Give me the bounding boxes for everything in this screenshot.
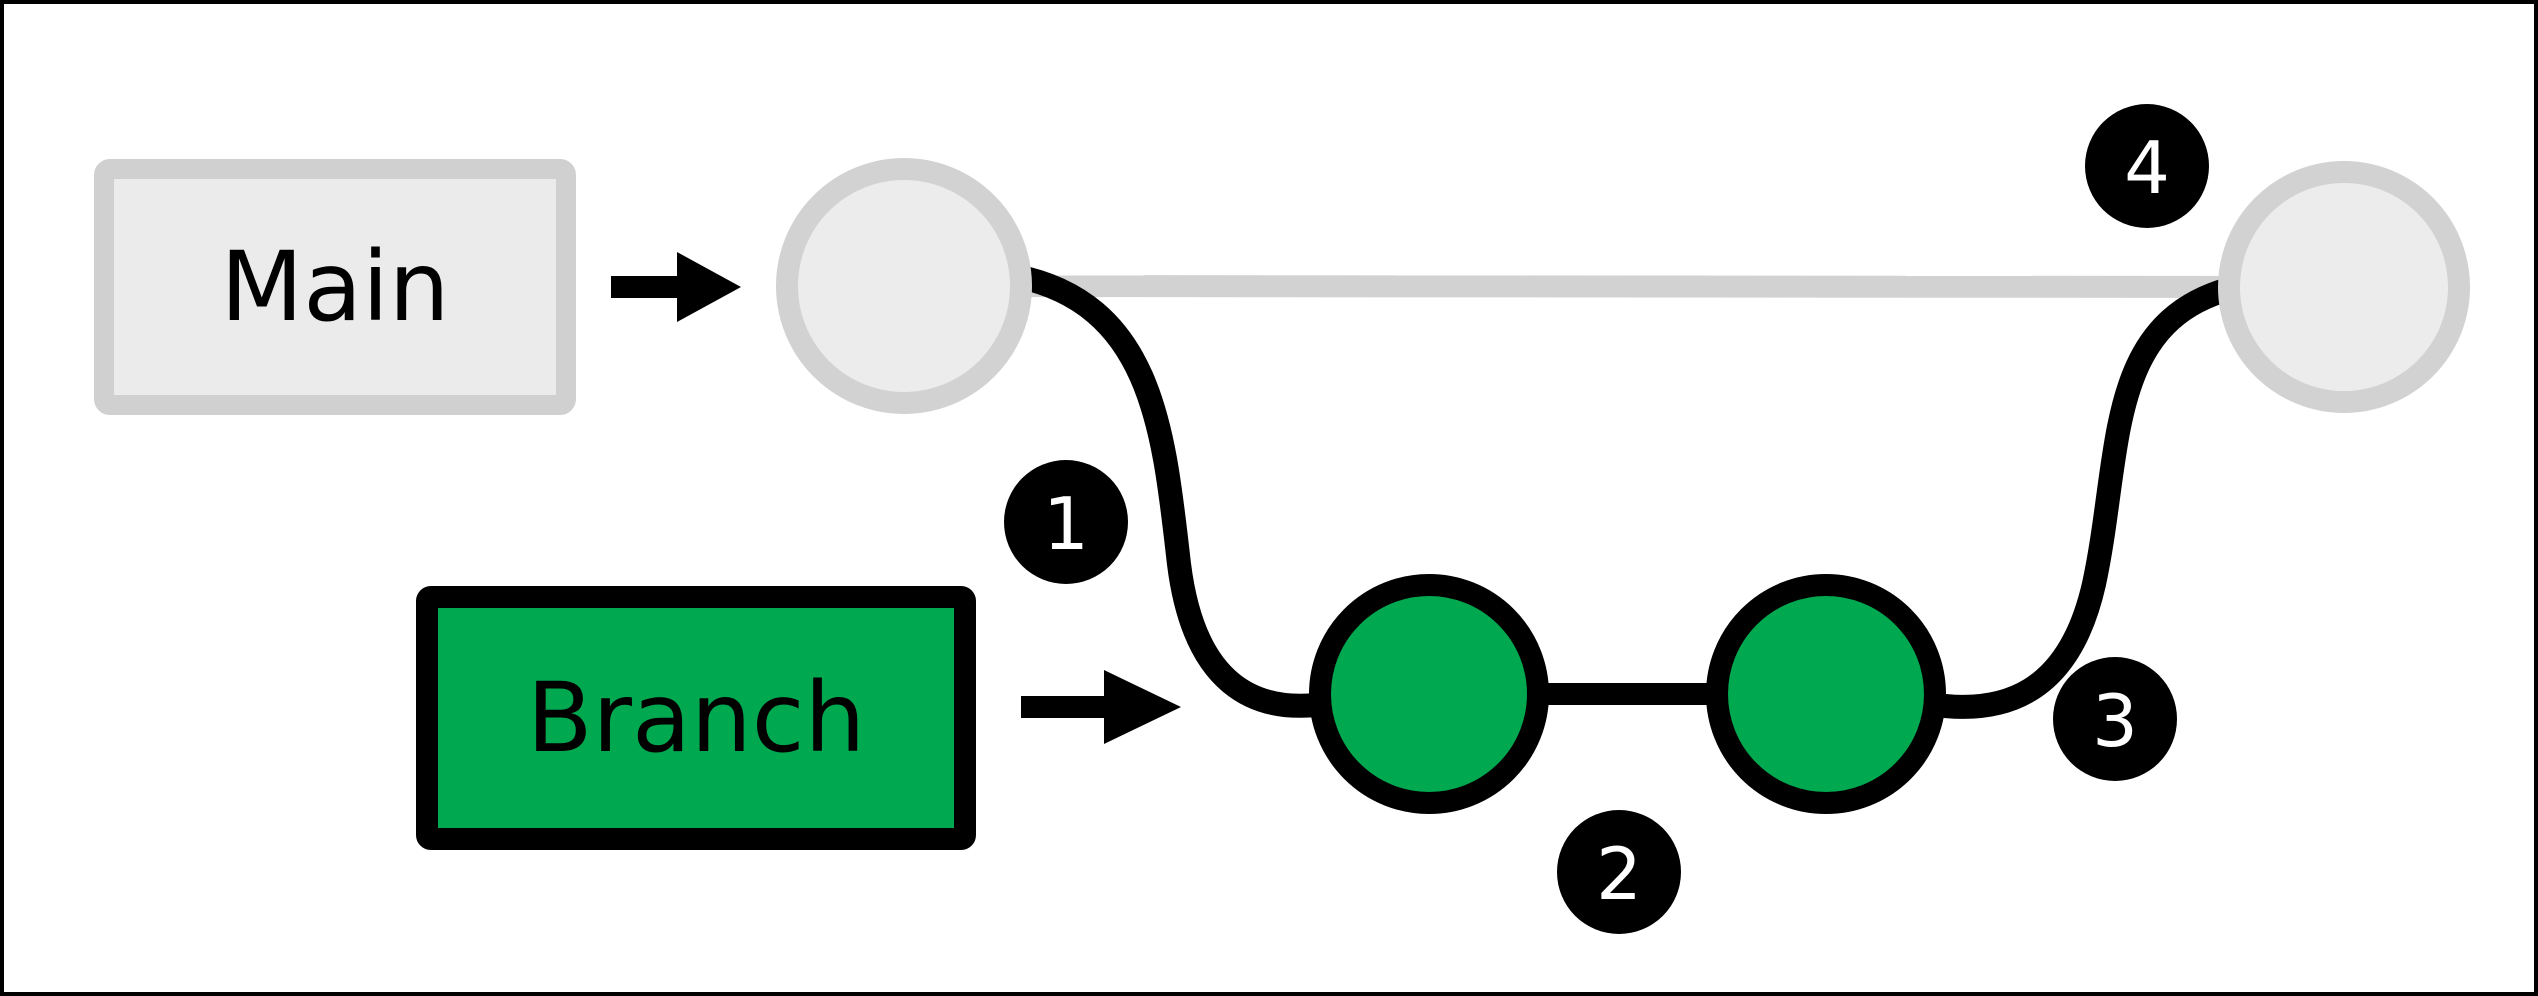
step-badge-3[interactable]: 3 xyxy=(2053,657,2177,781)
step-badge-2-circle xyxy=(1557,810,1681,934)
edge-main-trunk xyxy=(883,275,2365,298)
step-badge-3-circle xyxy=(2053,657,2177,781)
legend-main-label: Main xyxy=(220,231,449,343)
legend-branch[interactable]: Branch xyxy=(416,586,976,850)
step-badge-2-label: 2 xyxy=(1596,832,1642,916)
step-badge-3-label: 3 xyxy=(2092,679,2138,763)
arrow-branch-to-commit-icon xyxy=(1021,670,1181,744)
step-badge-4-circle xyxy=(2085,104,2209,228)
step-badge-4-label: 4 xyxy=(2124,126,2170,210)
step-badge-4[interactable]: 4 xyxy=(2085,104,2209,228)
legend-main-box xyxy=(94,159,576,415)
commit-node-branch-2[interactable] xyxy=(1706,574,1946,814)
legend-branch-box xyxy=(416,586,976,850)
step-badge-1[interactable]: 1 xyxy=(1004,460,1128,584)
legend-branch-label: Branch xyxy=(527,662,866,774)
legend-main[interactable]: Main xyxy=(94,159,576,415)
commit-node-branch-1[interactable] xyxy=(1309,574,1549,814)
git-branch-diagram: Main Branch 1 2 3 xyxy=(94,104,2470,934)
edge-branch-merge xyxy=(1917,277,2241,719)
step-badge-2[interactable]: 2 xyxy=(1557,810,1681,934)
arrow-main-to-commit-icon xyxy=(611,252,741,322)
edge-branch-out xyxy=(1004,264,1336,718)
commit-node-main-a[interactable] xyxy=(776,158,1032,414)
step-badge-1-label: 1 xyxy=(1043,482,1089,566)
step-badge-1-circle xyxy=(1004,460,1128,584)
commit-node-main-b[interactable] xyxy=(2218,161,2470,413)
